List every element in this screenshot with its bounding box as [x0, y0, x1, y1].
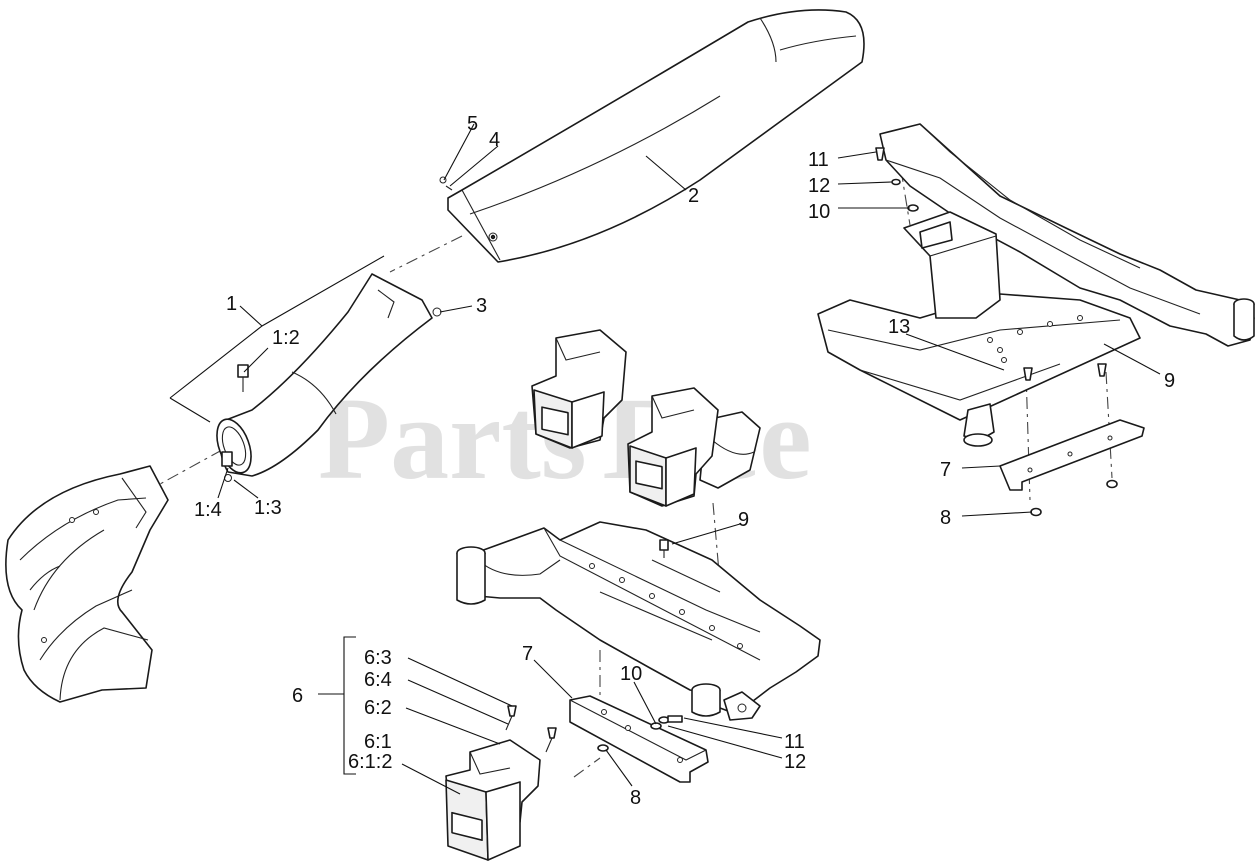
callout-6-2: 6:2: [364, 697, 392, 719]
callout-4: 4: [489, 129, 500, 151]
callout-9-center: 9: [738, 509, 749, 531]
callout-1-4: 1:4: [194, 499, 222, 521]
right-bracket-7[interactable]: [999, 419, 1145, 491]
leader-lines: [169, 123, 1161, 795]
center-weight-box-front[interactable]: [627, 387, 719, 507]
weight-kit-6[interactable]: [445, 705, 557, 861]
callout-11-right: 11: [808, 149, 829, 171]
callout-6: 6: [292, 685, 303, 707]
callout-7-center: 7: [522, 643, 533, 665]
center-weight-box-rear[interactable]: [531, 329, 627, 449]
callout-10-right: 10: [808, 201, 830, 223]
callout-5: 5: [467, 113, 478, 135]
callout-12-center: 12: [784, 751, 806, 773]
callout-8-center: 8: [630, 787, 641, 809]
bracket-7-center[interactable]: [569, 695, 709, 783]
right-hardware-10-11-12[interactable]: [875, 147, 919, 212]
tube-assembly[interactable]: [210, 273, 433, 482]
callout-6-1-2: 6:1:2: [348, 751, 392, 773]
callout-13: 13: [888, 316, 910, 338]
right-frame-holes: [987, 315, 1083, 363]
callout-1-2: 1:2: [272, 327, 300, 349]
right-weight-box[interactable]: [903, 211, 1001, 319]
callout-3: 3: [476, 295, 487, 317]
callout-6-3: 6:3: [364, 647, 392, 669]
callout-12-right: 12: [808, 175, 830, 197]
center-deck-frame[interactable]: [456, 411, 821, 721]
hardware-bolt-1-2[interactable]: [237, 364, 249, 392]
callout-6-1: 6:1: [364, 731, 392, 753]
right-nuts-8-9[interactable]: [1023, 363, 1118, 517]
center-nut-8[interactable]: [597, 744, 609, 752]
callout-7-right: 7: [940, 459, 951, 481]
center-washers-10-11-12[interactable]: [650, 715, 683, 730]
blower-tube[interactable]: [447, 9, 865, 263]
callout-1: 1: [226, 293, 237, 315]
callout-11-center: 11: [784, 731, 805, 753]
hardware-screw-3[interactable]: [432, 307, 442, 317]
callout-6-4: 6:4: [364, 669, 392, 691]
callout-2: 2: [688, 185, 699, 207]
right-rear-frame[interactable]: [817, 123, 1255, 447]
callout-labels: 5 4 2 1 3 1:2 1:4 1:3 11 12 10 13 9 7 8 …: [194, 113, 1175, 809]
center-bolt-9[interactable]: [659, 539, 669, 558]
callout-8-right: 8: [940, 507, 951, 529]
hardware-washer-4-5[interactable]: [439, 176, 453, 191]
blower-housing[interactable]: [5, 465, 169, 703]
callout-1-3: 1:3: [254, 497, 282, 519]
frame-holes: [589, 563, 743, 649]
callout-9-right: 9: [1164, 370, 1175, 392]
callout-10-center: 10: [620, 663, 642, 685]
